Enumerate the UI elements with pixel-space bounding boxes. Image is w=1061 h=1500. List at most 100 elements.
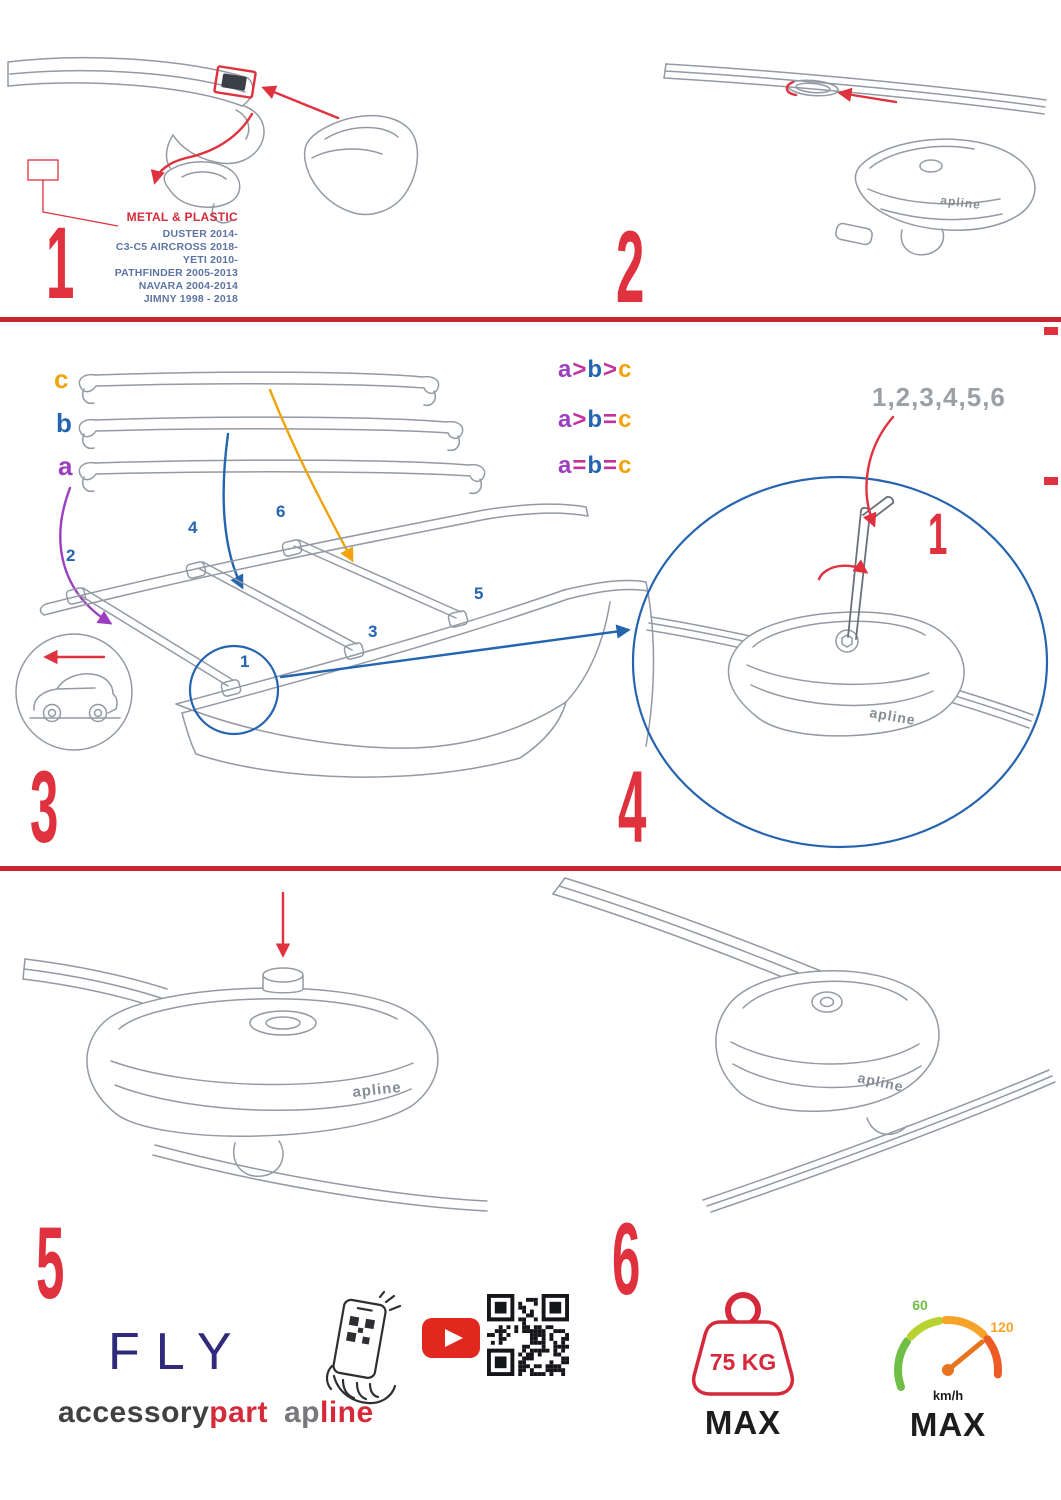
insert-arrow [837,87,898,104]
tighten-sequence-label: 1,2,3,4,5,6 [872,382,1006,412]
gauge-120-label: 120 [990,1319,1014,1335]
qr-code [487,1294,569,1376]
product-name: FLY [108,1323,248,1381]
foot-position-1: 1 [240,652,250,671]
max-weight-icon: 75 KG [691,1292,795,1396]
detail-zoom-arrow [279,624,631,679]
detail-circle [631,475,1049,849]
model-name: NAVARA 2004-2014 [138,280,238,292]
rule-operator: = [603,452,619,479]
brand-accessory: accessory [58,1396,210,1429]
foot-position-6: 6 [276,502,286,521]
youtube-icon [422,1318,480,1358]
rule-term: c [618,406,633,433]
section-divider [0,866,1061,871]
clamp-swing-arrow [150,112,254,185]
step1-bar-clamp-illustration [7,56,419,227]
speed-unit-label: km/h [933,1388,963,1403]
sparkle-lines [378,1290,402,1312]
logo-patch [221,73,247,91]
callout-leader [42,180,119,227]
foot-drawing: apline [835,138,1036,256]
rail-drawing [702,1069,1056,1213]
step5-knob-illustration: apline [22,891,488,1212]
apline-logo-text: apline [352,1079,403,1101]
rule-term: c [618,356,633,383]
foot-knob-drawing: apline [86,967,439,1177]
max-speed-gauge-icon: 60 120 km/h [894,1297,1014,1403]
step3-number: 3 [30,750,58,864]
model-name: C3-C5 AIRCROSS 2018- [115,241,238,253]
foot-position-2: 2 [66,546,76,565]
scan-phone-icon [325,1290,402,1405]
bar-label-b: b [56,408,72,438]
step4-tighten-detail-illustration: apline [631,415,1049,849]
max-weight-label: MAX [704,1404,782,1441]
apline-logo-text: apline [940,193,982,212]
crossbar-a-drawing [78,459,486,495]
foot-position-5: 5 [474,584,484,603]
step1-annotations [27,65,340,227]
rule-term: a [558,356,573,383]
rule-term: b [587,452,604,479]
crossbar-c-drawing [78,371,440,407]
aero-bar-drawing [7,56,254,107]
rail-drawing [152,1144,488,1212]
print-mark [1044,477,1058,485]
step1-number: 1 [46,206,74,320]
foot-position-3: 3 [368,622,378,641]
model-name: DUSTER 2014- [162,228,238,240]
mounted-crossbars-drawing [65,539,469,697]
foot-detail-drawing: apline [727,611,965,737]
rule-term: a [558,406,573,433]
position1-circle [188,644,280,736]
brand-line: line [320,1396,374,1429]
rule-term: b [587,356,604,383]
apline-logo-text: apline [868,704,917,728]
foot-position-4: 4 [188,518,198,537]
model-name: JIMNY 1998 - 2018 [143,293,238,305]
bar-end-drawing [22,958,168,1010]
hook-clamp-drawing [163,161,241,224]
step5-number: 5 [36,1206,64,1320]
rule-operator: > [572,406,588,433]
rule-operator: = [572,452,588,479]
model-name: YETI 2010- [182,254,238,266]
highlight-box [213,65,257,99]
rule-operator: > [603,356,619,383]
step1-compatibility-list: METAL & PLASTIC DUSTER 2014- C3-C5 AIRCR… [66,210,238,306]
aero-bar-drawing [663,63,1047,115]
brand-part: part [209,1396,268,1429]
max-speed-label: MAX [909,1406,987,1443]
size-rule-2: a>b=c [558,406,632,434]
rule-term: a [558,452,573,479]
step2-number: 2 [616,210,644,324]
max-weight-value: 75 KG [710,1349,776,1375]
model-name: PATHFINDER 2005-2013 [114,267,238,279]
insert-arrow [261,85,340,120]
sequence-start-number: 1 [928,502,948,567]
size-rule-1: a>b>c [558,356,632,384]
cover-piece-drawing [303,114,419,216]
step6-installed-illustration: apline [552,877,1056,1213]
hand-drawing [325,1364,397,1405]
bar-label-c: c [54,364,69,394]
car-roof-drawing [39,503,655,778]
foot-drawing: apline [715,970,940,1136]
material-label: METAL & PLASTIC [126,210,238,224]
callout-box [27,159,59,181]
length-match-arrows [59,388,354,625]
step3-roof-layout-illustration [15,371,655,778]
step6-number: 6 [612,1202,640,1316]
step4-number: 4 [618,750,646,864]
size-rule-3: a=b=c [558,452,632,480]
rule-term: c [618,452,633,479]
print-mark [1044,327,1058,335]
gauge-60-label: 60 [912,1297,928,1313]
rule-term: b [587,406,604,433]
car-direction-inset [15,633,133,751]
rule-operator: = [603,406,619,433]
section-divider [0,317,1061,322]
